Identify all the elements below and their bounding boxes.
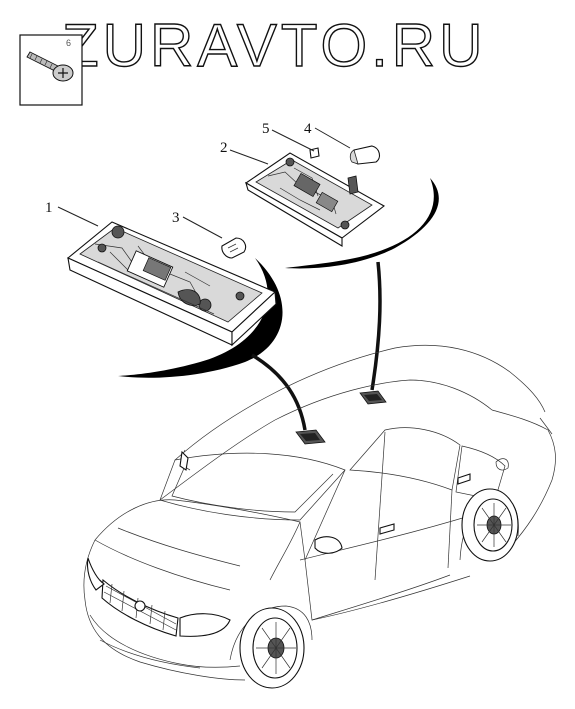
part-4-festoon-bulb xyxy=(349,145,381,165)
sedan-outline xyxy=(83,344,556,689)
part-2-rear-dome-lamp xyxy=(244,152,385,247)
roof-lamp-front-marker xyxy=(295,429,326,445)
callout-4: 4 xyxy=(304,121,312,137)
callout-2: 2 xyxy=(220,140,228,156)
roof-lamp-rear-marker xyxy=(359,390,387,405)
part-1-front-dome-lamp xyxy=(66,221,277,347)
screw-icon xyxy=(26,51,74,82)
leader-lines xyxy=(57,127,351,239)
connector-right xyxy=(370,261,382,391)
callout-3: 3 xyxy=(172,210,180,226)
watermark-text: ZURAVTO.RU xyxy=(62,12,486,79)
detail-swoosh-left xyxy=(118,258,283,378)
connector-left xyxy=(251,353,307,431)
part-3-bulb xyxy=(221,237,247,259)
screw-inset: 6 xyxy=(19,34,83,106)
inset-label: 6 xyxy=(66,38,71,48)
callout-1: 1 xyxy=(45,200,53,216)
callout-5: 5 xyxy=(262,121,270,137)
